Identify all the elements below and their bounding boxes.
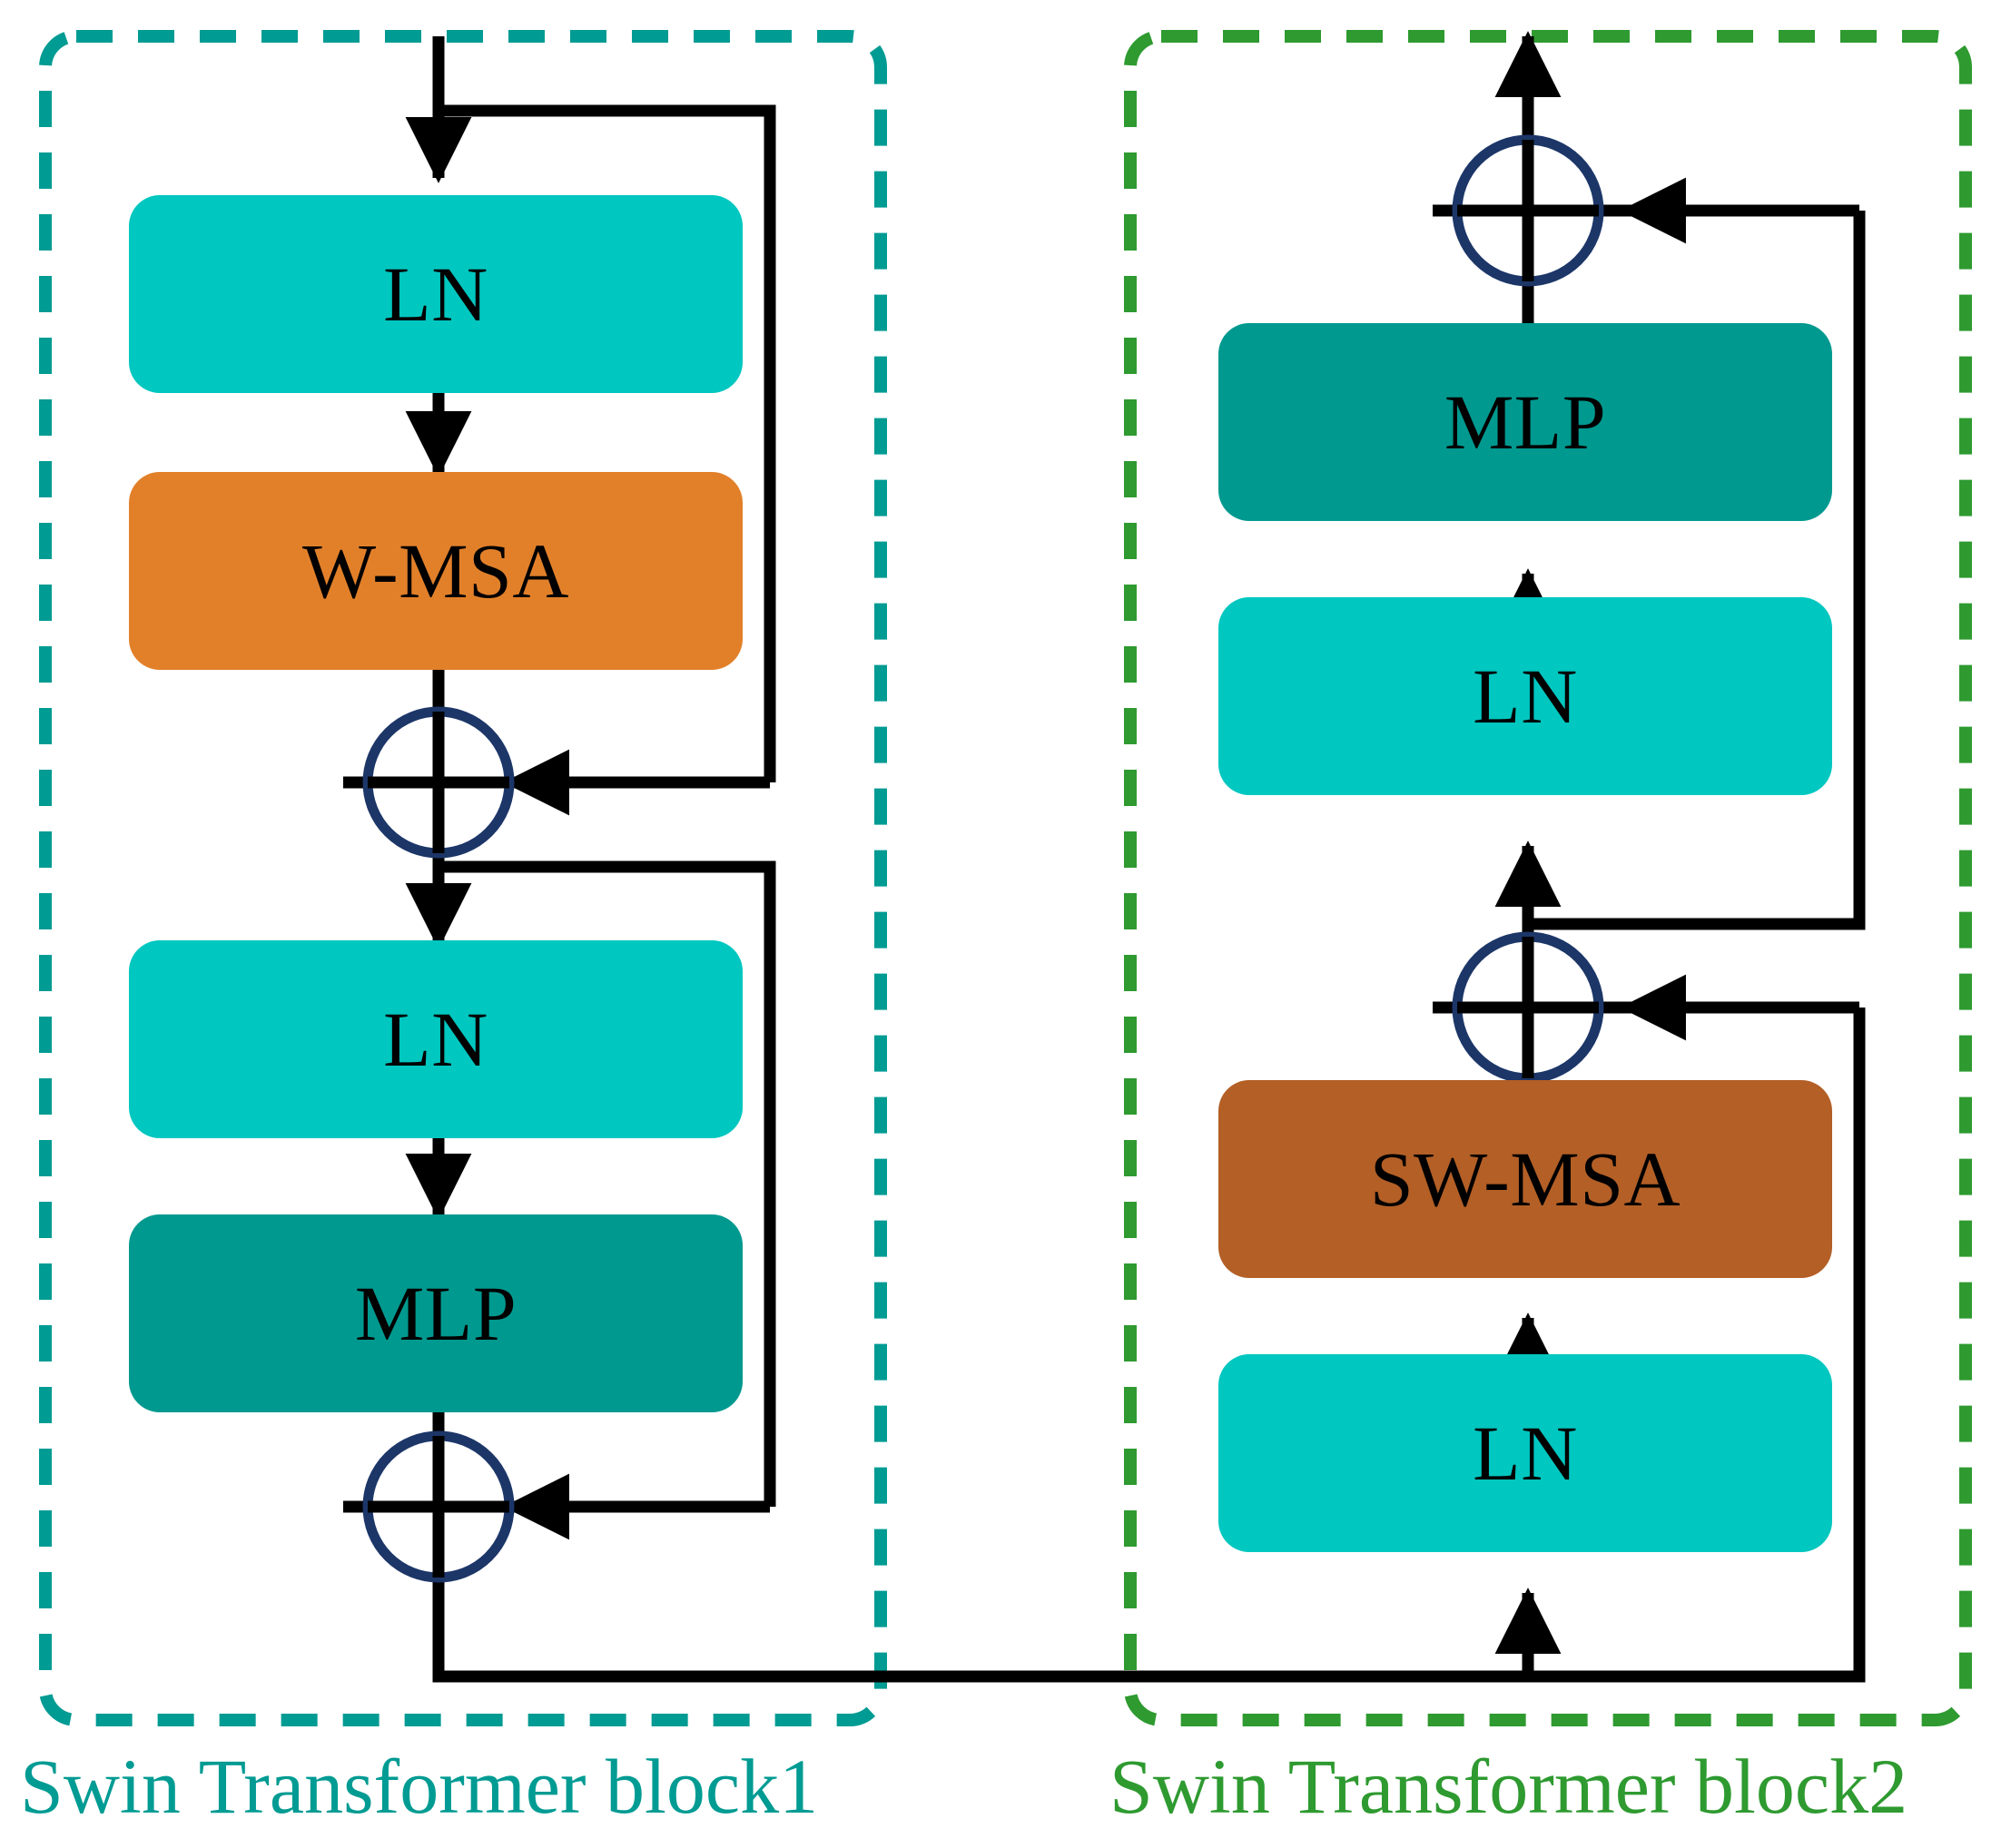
b1-ln2-box[interactable]: LN bbox=[129, 940, 743, 1138]
b1-skip2-wire bbox=[439, 860, 776, 1507]
b2-ln1-label: LN bbox=[1473, 1410, 1578, 1497]
b2-ln2-label: LN bbox=[1473, 653, 1578, 740]
b1-wmsa-label: W-MSA bbox=[302, 527, 569, 614]
b1-skip1-wire bbox=[439, 104, 776, 782]
b2-skip2-wire bbox=[1528, 211, 1866, 930]
b2-mlp-label: MLP bbox=[1444, 378, 1607, 466]
b2-skip1-wire bbox=[1528, 1008, 1866, 1683]
b1-mlp-box[interactable]: MLP bbox=[129, 1214, 743, 1412]
b1-wmsa-box[interactable]: W-MSA bbox=[129, 472, 743, 670]
b2-ln2-box[interactable]: LN bbox=[1218, 597, 1832, 795]
b2-ln1-box[interactable]: LN bbox=[1218, 1354, 1832, 1552]
block2-caption: Swin Transformer block2 bbox=[1109, 1743, 1908, 1830]
b1-mlp-label: MLP bbox=[354, 1270, 518, 1357]
b2-mlp-box[interactable]: MLP bbox=[1218, 323, 1832, 521]
b1-ln1-box[interactable]: LN bbox=[129, 195, 743, 393]
b2-swmsa-box[interactable]: SW-MSA bbox=[1218, 1080, 1832, 1278]
b1-ln2-label: LN bbox=[383, 996, 488, 1083]
b1-to-b2-wire bbox=[432, 1593, 1528, 1683]
b1-ln1-label: LN bbox=[383, 251, 488, 338]
b2-swmsa-label: SW-MSA bbox=[1369, 1135, 1681, 1223]
block1-dashed-border bbox=[39, 30, 887, 1726]
block1-caption: Swin Transformer block1 bbox=[20, 1743, 819, 1830]
